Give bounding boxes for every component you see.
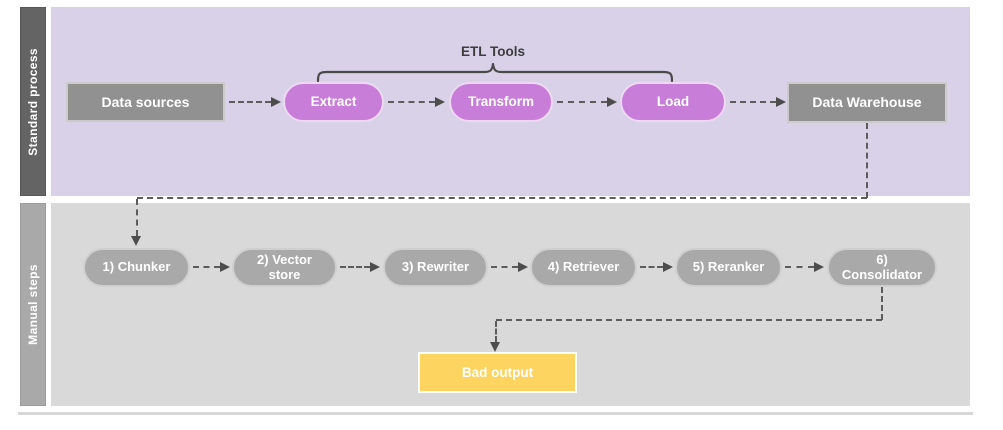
node-load: Load [620, 82, 726, 122]
connector-chunker-vectorstore [193, 266, 220, 268]
standard-process-lane-label: Standard process [26, 47, 40, 156]
connector-warehouse-down [866, 123, 868, 198]
node-reranker: 5) Reranker [675, 248, 782, 287]
node-bad-output: Bad output [418, 352, 577, 393]
manual-steps-lane-header: Manual steps [20, 203, 46, 406]
node-rewriter: 3) Rewriter [383, 248, 488, 287]
connector-consolidator-across [496, 319, 882, 321]
etl-tools-label: ETL Tools [461, 44, 525, 59]
node-extract: Extract [283, 82, 384, 122]
arrowhead-right-icon [607, 97, 617, 107]
node-consolidator: 6) Consolidator [827, 248, 937, 287]
arrowhead-right-icon [663, 262, 673, 272]
arrowhead-right-icon [370, 262, 380, 272]
arrowhead-right-icon [271, 97, 281, 107]
connector-transform-load [557, 101, 607, 103]
node-data-sources: Data sources [66, 82, 225, 122]
connector-datasources-extract [229, 101, 271, 103]
arrowhead-right-icon [776, 97, 786, 107]
manual-steps-lane-label: Manual steps [26, 264, 40, 345]
arrowhead-right-icon [435, 97, 445, 107]
arrowhead-right-icon [814, 262, 824, 272]
connector-load-warehouse [730, 101, 776, 103]
standard-process-lane-header: Standard process [20, 7, 46, 196]
node-vector-store: 2) Vector store [232, 248, 337, 287]
arrowhead-right-icon [220, 262, 230, 272]
node-retriever: 4) Retriever [530, 248, 637, 287]
connector-retriever-reranker [640, 266, 663, 268]
connector-extract-transform [388, 101, 435, 103]
arrowhead-down-icon [490, 342, 500, 352]
connector-consolidator-down [881, 287, 883, 320]
connector-warehouse-across [137, 197, 867, 199]
connector-rewriter-retriever [491, 266, 518, 268]
bottom-divider-line [18, 412, 973, 415]
arrowhead-down-icon [131, 236, 141, 246]
connector-warehouse-chunker [136, 199, 138, 236]
connector-consolidator-badoutput [495, 321, 497, 342]
node-data-warehouse: Data Warehouse [787, 82, 947, 123]
connector-vectorstore-rewriter [340, 266, 370, 268]
arrowhead-right-icon [518, 262, 528, 272]
connector-reranker-consolidator [785, 266, 814, 268]
etl-tools-bracket [316, 62, 674, 83]
node-transform: Transform [449, 82, 553, 122]
node-chunker: 1) Chunker [83, 248, 190, 287]
